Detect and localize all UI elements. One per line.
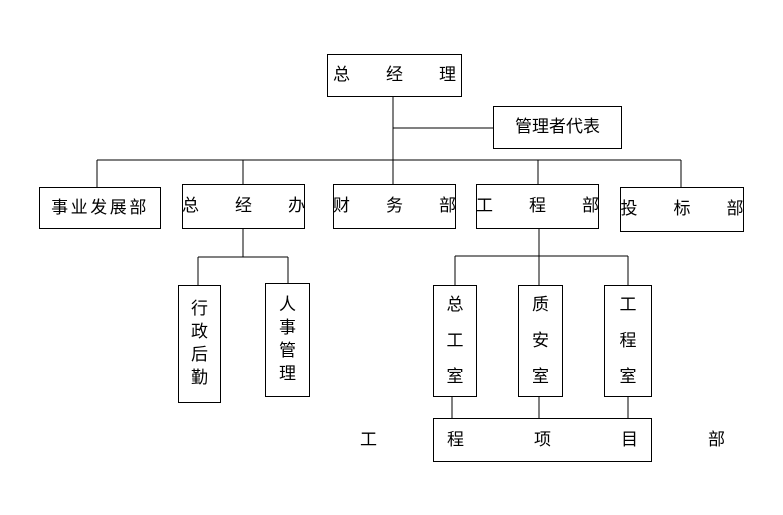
management-representative-label: 管理者代表: [515, 117, 600, 137]
hr-management-char: 管: [279, 341, 296, 361]
chief-engineer-office-char: 室: [446, 367, 464, 387]
chief-engineer-office-char: 总: [446, 295, 464, 315]
quality-safety-office-char: 室: [532, 367, 549, 387]
management-representative-box: 管理者代表: [493, 106, 622, 149]
quality-safety-office-char: 安: [532, 331, 549, 351]
bidding-box: 投 标 部: [620, 187, 744, 232]
business-development-box: 事业发展部: [39, 187, 161, 229]
chief-engineer-office-char: 工: [446, 331, 464, 351]
engineering-box: 工 程 部: [476, 184, 599, 229]
admin-logistics-char: 后: [191, 345, 208, 365]
quality-safety-office-box: 质 安 室: [518, 285, 563, 397]
gm-office-box: 总 经 办: [182, 184, 305, 229]
general-manager-label: 总 经 理: [333, 65, 472, 85]
engineering-label: 工 程 部: [476, 196, 615, 216]
hr-management-box: 人 事 管 理: [265, 283, 310, 397]
quality-safety-office-char: 质: [532, 295, 549, 315]
bidding-label: 投 标 部: [620, 199, 759, 219]
project-department-label: 工 程 项 目 部: [359, 429, 758, 450]
hr-management-char: 人: [279, 295, 296, 315]
hr-management-char: 事: [279, 318, 296, 338]
hr-management-char: 理: [279, 364, 296, 384]
engineering-office-char: 工: [619, 295, 637, 315]
engineering-office-box: 工 程 室: [604, 285, 652, 397]
admin-logistics-char: 行: [191, 299, 208, 319]
project-department-box: 工 程 项 目 部: [360, 418, 725, 462]
admin-logistics-char: 政: [191, 322, 208, 342]
finance-label: 财 务 部: [333, 196, 472, 216]
gm-office-label: 总 经 办: [182, 196, 321, 216]
engineering-office-char: 室: [619, 367, 637, 387]
business-development-label: 事业发展部: [51, 197, 149, 218]
admin-logistics-char: 勤: [191, 368, 208, 388]
chief-engineer-office-box: 总 工 室: [433, 285, 477, 397]
engineering-office-char: 程: [619, 331, 637, 351]
admin-logistics-box: 行 政 后 勤: [178, 285, 221, 403]
general-manager-box: 总 经 理: [327, 54, 462, 97]
finance-box: 财 务 部: [333, 184, 456, 229]
